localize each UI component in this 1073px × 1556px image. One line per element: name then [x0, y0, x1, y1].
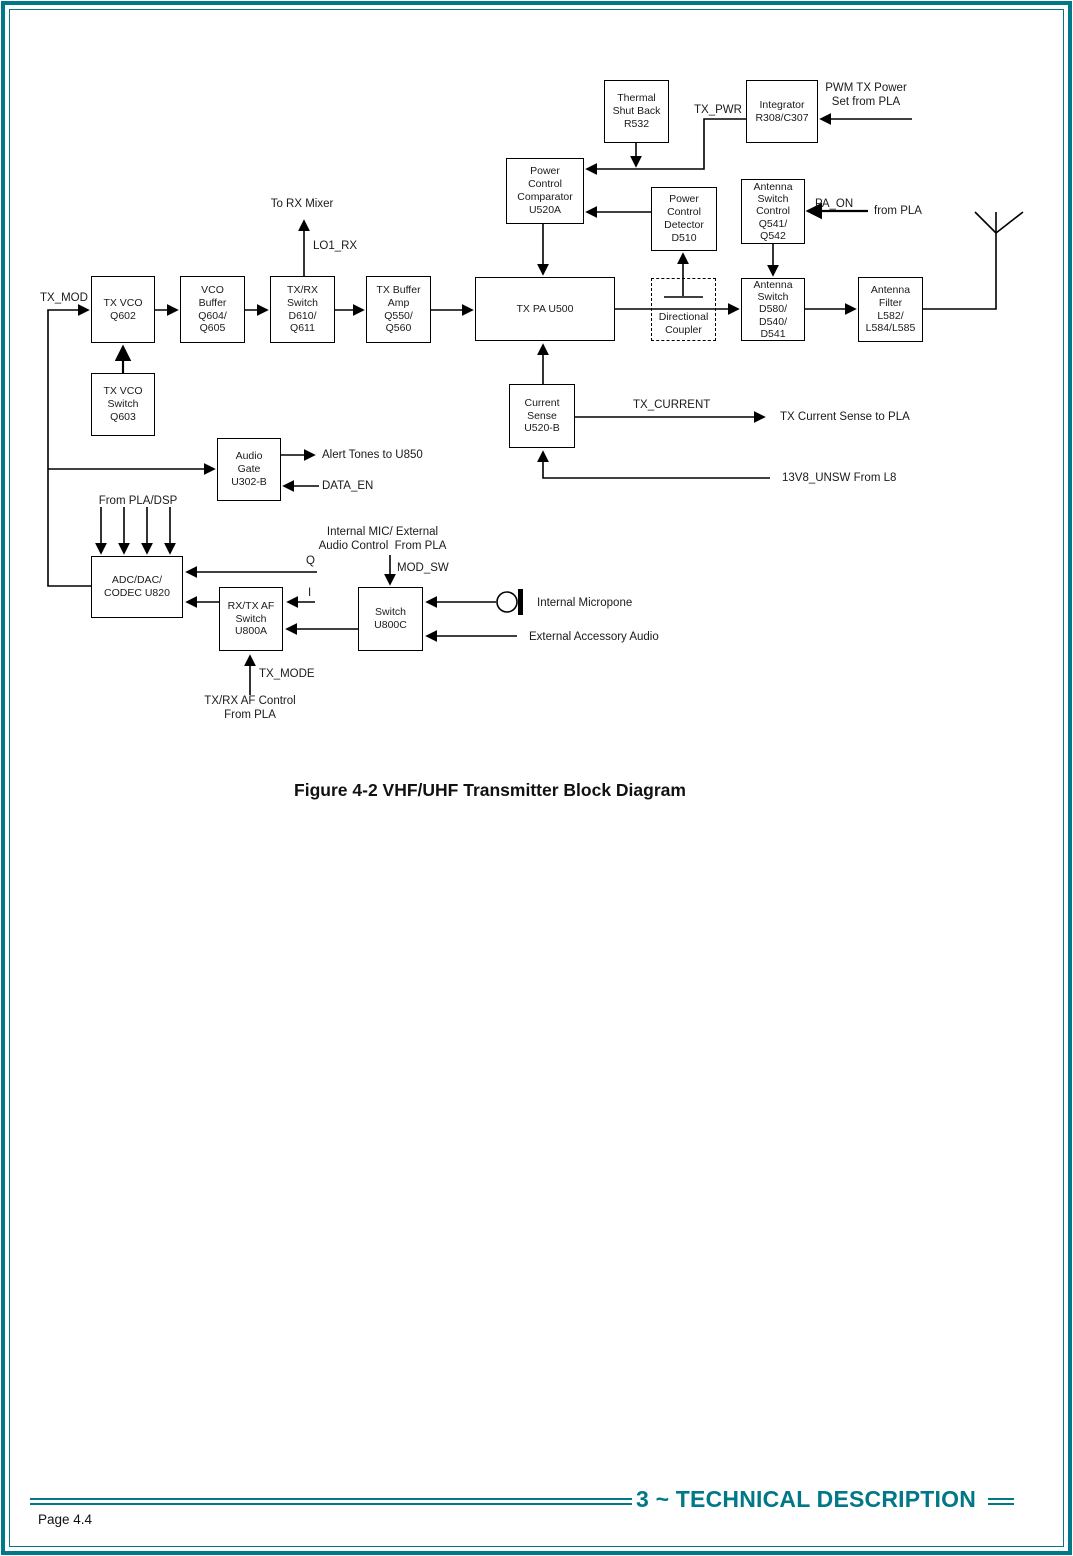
block-tx-vco: TX VCO Q602 — [91, 276, 155, 343]
page-number: Page 4.4 — [38, 1512, 93, 1527]
label-mod-sw: MOD_SW — [397, 562, 449, 574]
block-antenna-switch-control: Antenna Switch Control Q541/ Q542 — [741, 179, 805, 244]
label-pwm-tx-power: PWM TX Power Set from PLA — [825, 82, 907, 109]
connector-13v8 — [537, 450, 770, 479]
block-power-control-detector: Power Control Detector D510 — [651, 187, 717, 251]
block-directional-coupler: Directional Coupler — [651, 278, 716, 341]
antenna-icon — [974, 211, 1024, 234]
footer-rule-right — [988, 1498, 1014, 1505]
label-tx-mod: TX_MOD — [40, 292, 88, 304]
label-data-en: DATA_EN — [322, 480, 374, 492]
block-current-sense: Current Sense U520-B — [509, 384, 575, 448]
label-tx-current-sense-to-pla: TX Current Sense to PLA — [780, 411, 910, 423]
footer-rule-left — [30, 1498, 632, 1505]
label-from-pla-dsp: From PLA/DSP — [98, 495, 178, 507]
label-internal-mic-control: Internal MIC/ External Audio Control Fro… — [318, 526, 447, 553]
block-thermal-shutback: Thermal Shut Back R532 — [604, 80, 669, 143]
label-tx-rx-af-control: TX/RX AF Control From PLA — [204, 695, 296, 722]
connector-tx-pwr — [585, 118, 746, 175]
label-external-accessory-audio: External Accessory Audio — [529, 631, 659, 643]
block-vco-buffer: VCO Buffer Q604/ Q605 — [180, 276, 245, 343]
block-tx-buffer-amp: TX Buffer Amp Q550/ Q560 — [366, 276, 431, 343]
footer-section-title: 3 ~ TECHNICAL DESCRIPTION — [636, 1486, 977, 1512]
block-tx-pa: TX PA U500 — [475, 277, 615, 341]
connector-filter-to-antenna — [923, 233, 997, 310]
block-rx-tx-af-switch: RX/TX AF Switch U800A — [219, 587, 283, 651]
figure-caption: Figure 4-2 VHF/UHF Transmitter Block Dia… — [294, 780, 686, 800]
label-from-pla: from PLA — [874, 205, 922, 217]
label-to-rx-mixer: To RX Mixer — [270, 198, 334, 210]
label-tx-mode: TX_MODE — [259, 668, 315, 680]
label-i: I — [308, 587, 312, 599]
label-internal-microphone: Internal Micropone — [537, 597, 633, 609]
connector-txmod — [47, 304, 91, 587]
block-audio-gate: Audio Gate U302-B — [217, 438, 281, 501]
block-integrator: Integrator R308/C307 — [746, 80, 818, 143]
block-tx-rx-switch: TX/RX Switch D610/ Q611 — [270, 276, 335, 343]
label-alert-tones: Alert Tones to U850 — [322, 449, 423, 461]
block-antenna-switch: Antenna Switch D580/ D540/ D541 — [741, 278, 805, 341]
label-tx-pwr: TX_PWR — [694, 104, 742, 116]
block-adc-dac-codec: ADC/DAC/ CODEC U820 — [91, 556, 183, 618]
block-antenna-filter: Antenna Filter L582/ L584/L585 — [858, 277, 923, 342]
block-switch-u800c: Switch U800C — [358, 587, 423, 651]
label-tx-current: TX_CURRENT — [633, 399, 711, 411]
microphone-icon — [496, 589, 523, 615]
label-pa-on: PA_ON — [815, 198, 854, 210]
label-q: Q — [306, 555, 315, 567]
label-lo1-rx: LO1_RX — [313, 240, 358, 252]
block-tx-vco-switch: TX VCO Switch Q603 — [91, 373, 155, 436]
block-power-control-comparator: Power Control Comparator U520A — [506, 158, 584, 224]
label-13v8-unsw: 13V8_UNSW From L8 — [782, 472, 897, 484]
